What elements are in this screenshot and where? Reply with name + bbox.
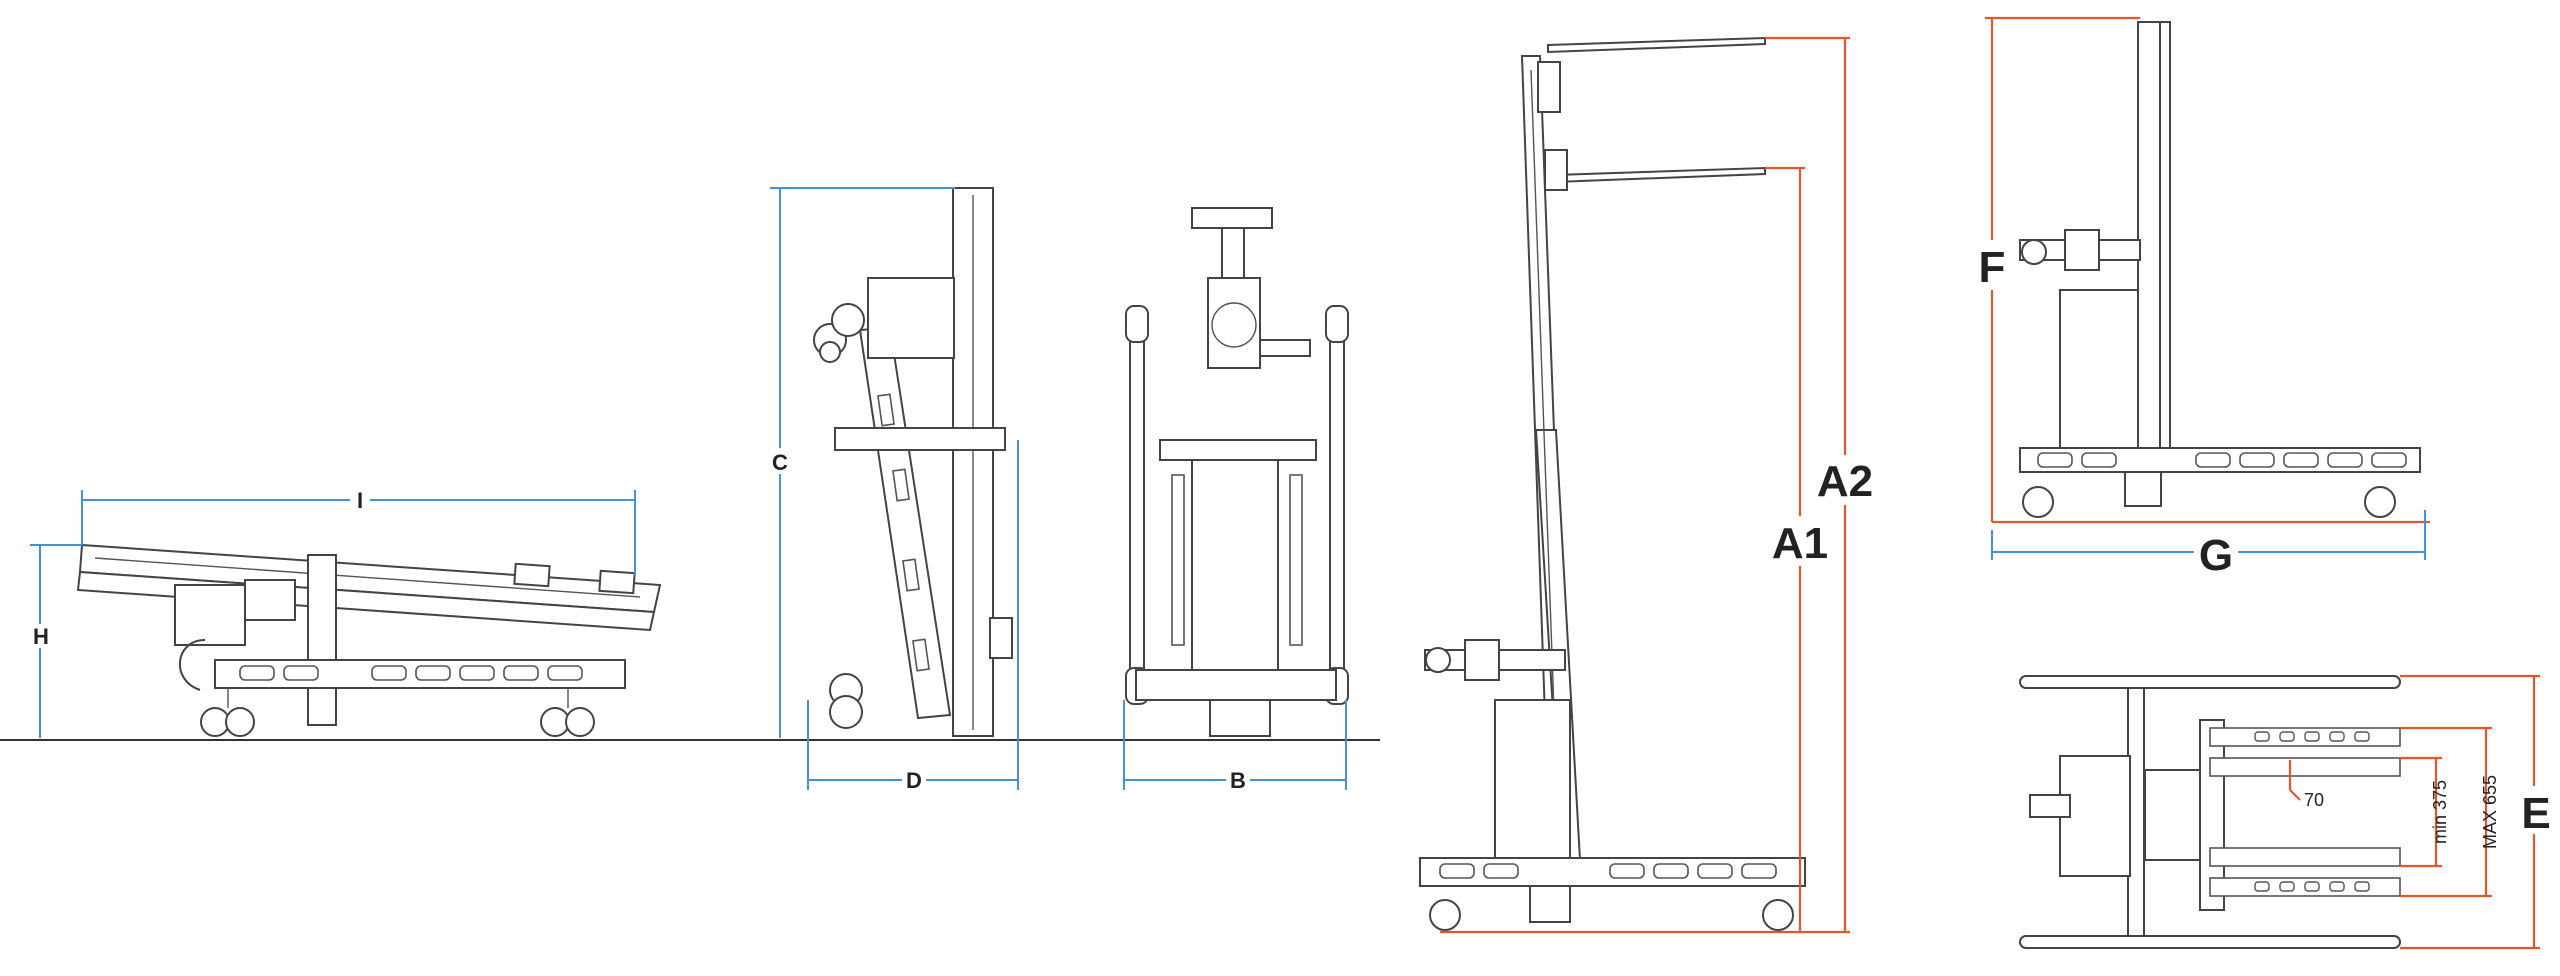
view-transport: [76, 543, 662, 737]
label-G: G: [2199, 531, 2233, 580]
label-A1: A1: [1772, 519, 1828, 568]
dimension-H: H: [30, 544, 82, 738]
view-side-elevation: [2019, 21, 2421, 518]
dimension-F: F: [1972, 16, 2140, 522]
dimension-B: B: [1123, 700, 1347, 793]
dimension-E: E: [2400, 674, 2556, 950]
view-raised: [1419, 36, 1806, 931]
dimension-D: D: [807, 440, 1019, 793]
view-folded-front: [1125, 207, 1349, 737]
label-C: C: [772, 450, 788, 475]
dimension-A1: A1: [1765, 166, 1830, 932]
label-B: B: [1230, 768, 1246, 793]
dimension-A2: A2: [1440, 36, 1878, 934]
label-E: E: [2521, 789, 2550, 838]
label-min: min 375: [2430, 780, 2450, 844]
dimension-I: I: [81, 488, 636, 575]
label-F: F: [1979, 243, 2006, 292]
dimension-C: C: [768, 187, 955, 738]
dimension-min: min 375: [2400, 756, 2450, 868]
label-D: D: [906, 768, 922, 793]
label-H: H: [33, 624, 49, 649]
view-top: [2019, 675, 2401, 949]
dimension-70: 70: [2288, 760, 2324, 810]
dimension-max: MAX 655: [2400, 726, 2500, 898]
dimension-G: G: [1991, 510, 2430, 580]
view-folded-side: [813, 187, 1013, 737]
label-I: I: [357, 488, 363, 513]
label-max: MAX 655: [2480, 775, 2500, 849]
label-A2: A2: [1817, 457, 1873, 506]
label-gap: 70: [2304, 790, 2324, 810]
